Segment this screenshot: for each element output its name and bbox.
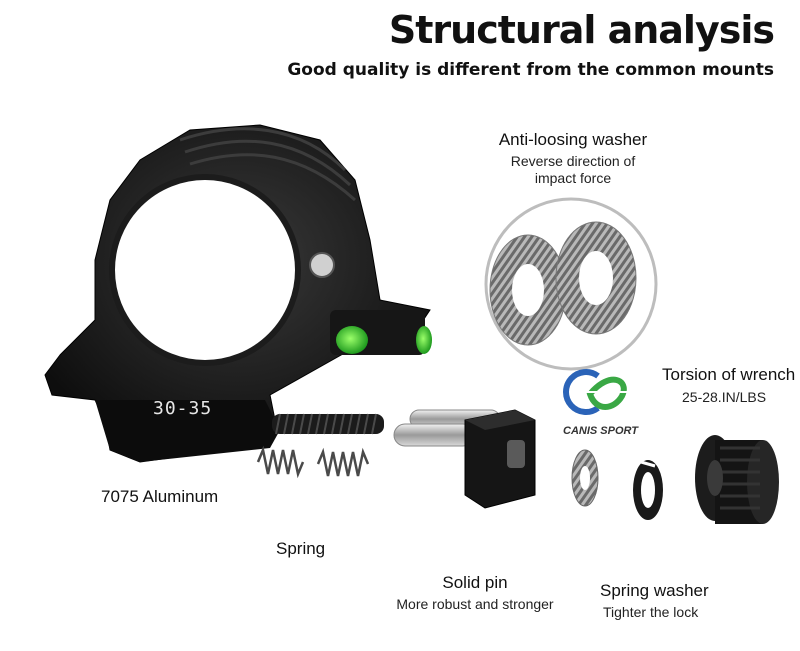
brand-logo xyxy=(563,369,632,415)
washer-desc-line1: Reverse direction of xyxy=(510,153,636,169)
solid-pin-title: Solid pin xyxy=(442,573,508,592)
solid-pin-desc: More robust and stronger xyxy=(396,596,554,612)
spring-washer-title: Spring washer xyxy=(600,581,709,600)
torsion-value: 25-28.IN/LBS xyxy=(682,389,767,405)
spring-washer-desc: Tighter the lock xyxy=(603,604,699,620)
torsion-title: Torsion of wrench xyxy=(662,365,796,384)
clamp-block xyxy=(464,409,536,509)
washer-title: Anti-loosing washer xyxy=(498,130,648,149)
coil-spring-icon xyxy=(256,445,370,479)
aluminum-label: 7075 Aluminum xyxy=(101,487,219,506)
threaded-screw xyxy=(272,413,384,435)
spring-label: Spring xyxy=(276,539,326,558)
lock-washer-icon xyxy=(571,449,599,507)
bubble-level-icon xyxy=(336,326,368,354)
ring-bore xyxy=(109,174,301,366)
washer-desc-line2: impact force xyxy=(534,170,612,186)
mount-size-marking: 30-35 xyxy=(153,398,213,419)
torsion-nut-icon xyxy=(695,435,779,524)
brand-name: CANIS SPORT xyxy=(563,425,638,437)
page-title: Structural analysis xyxy=(388,8,775,52)
scope-mount-ring xyxy=(44,124,432,463)
spring-washer-icon xyxy=(633,460,663,520)
washer-closeup xyxy=(484,197,658,371)
cross-bolt-icon xyxy=(309,252,335,278)
page-subtitle: Good quality is different from the commo… xyxy=(287,60,774,80)
